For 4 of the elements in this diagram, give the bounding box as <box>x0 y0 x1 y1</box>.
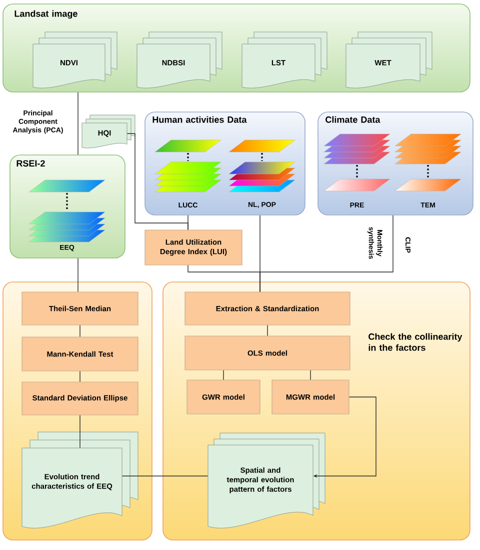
connector-line <box>260 215 394 292</box>
connector-line <box>267 324 268 336</box>
connector-line <box>223 370 224 380</box>
connector-line <box>310 370 311 380</box>
